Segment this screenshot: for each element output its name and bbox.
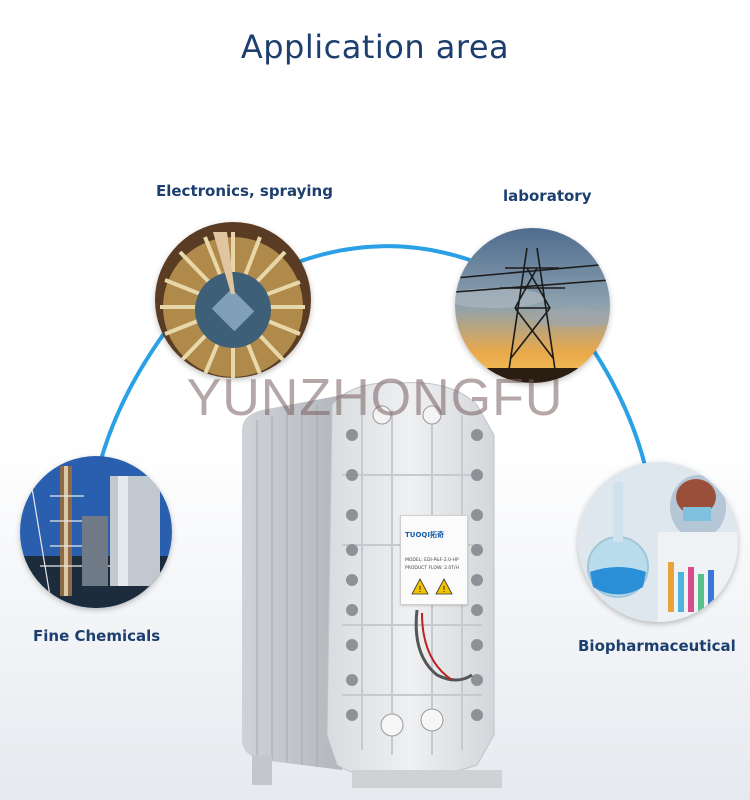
svg-text:!: ! xyxy=(418,585,421,594)
fine-chemicals-image xyxy=(20,456,172,608)
area-label-fine-chemicals: Fine Chemicals xyxy=(33,627,161,645)
product-brand: TUOQI拓奇 xyxy=(405,531,444,539)
area-label-biopharmaceutical: Biopharmaceutical xyxy=(578,637,736,655)
area-label-electronics: Electronics, spraying xyxy=(156,182,333,200)
warning-icon: ! ! xyxy=(411,578,453,595)
area-label-laboratory: laboratory xyxy=(503,187,592,205)
electronics-image xyxy=(155,222,311,378)
biopharmaceutical-image xyxy=(578,462,738,622)
page-title: Application area xyxy=(240,28,510,66)
edi-module-image xyxy=(232,375,522,790)
product-label: TUOQI拓奇 MODEL: EDI-P&F-2.0-HP PRODUCT FL… xyxy=(400,515,468,605)
laboratory-image xyxy=(455,228,610,383)
watermark: YUNZHONGFU xyxy=(186,369,564,427)
svg-text:!: ! xyxy=(442,585,445,594)
product-flow: PRODUCT FLOW: 2.0T/H xyxy=(405,566,459,571)
product-model: MODEL: EDI-P&F-2.0-HP xyxy=(405,558,459,563)
